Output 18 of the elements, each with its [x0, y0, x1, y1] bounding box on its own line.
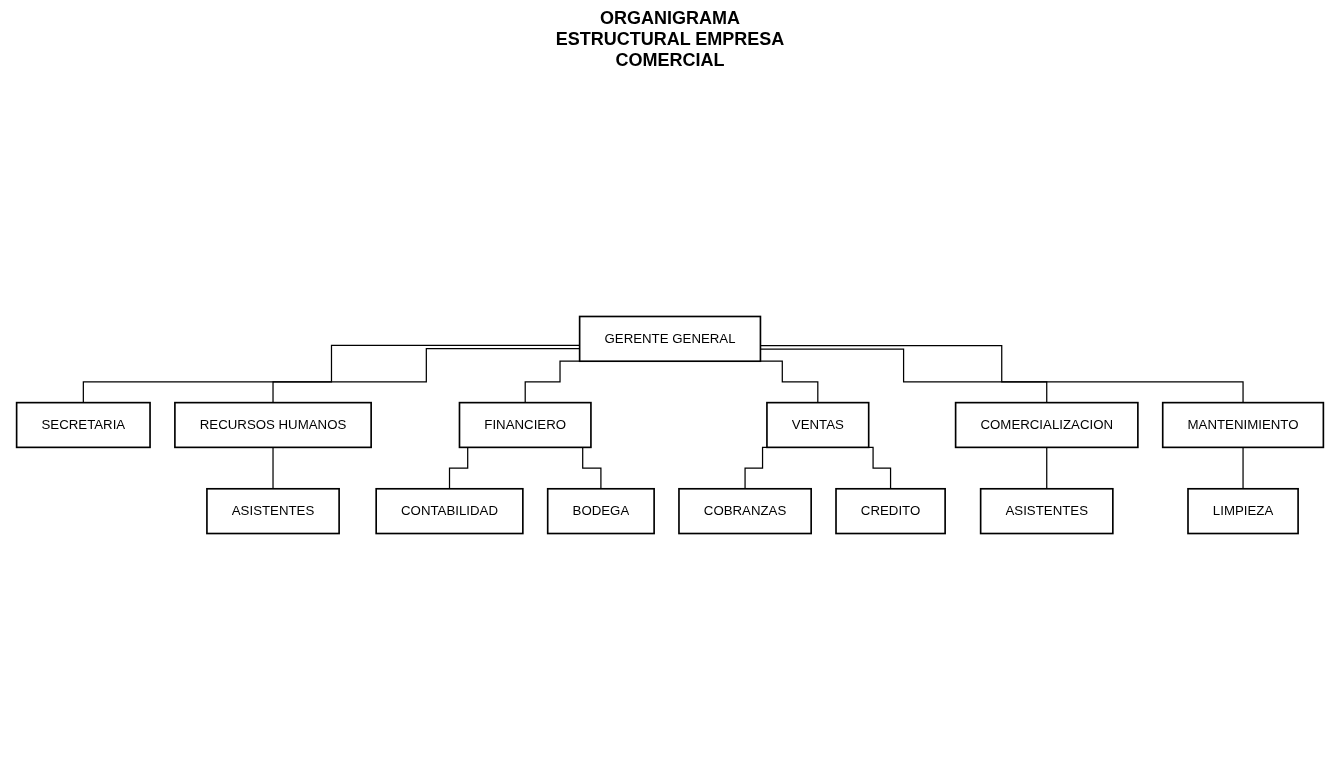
node-box: ASISTENTES — [979, 487, 1114, 535]
node-box: BODEGA — [546, 487, 655, 535]
node-box: RECURSOS HUMANOS — [174, 401, 372, 449]
node-box: FINANCIERO — [458, 401, 592, 449]
node-box: SECRETARIA — [15, 401, 151, 449]
node-box: MANTENIMIENTO — [1161, 401, 1325, 449]
node-box: COMERCIALIZACION — [954, 401, 1139, 449]
node-box: GERENTE GENERAL — [578, 315, 762, 363]
node-box: CONTABILIDAD — [375, 487, 524, 535]
node-box: ASISTENTES — [206, 487, 340, 535]
node-box: COBRANZAS — [678, 487, 812, 535]
connector — [1242, 446, 1244, 490]
connector — [1046, 446, 1048, 490]
connector — [272, 446, 274, 490]
node-box: LIMPIEZA — [1187, 487, 1299, 535]
node-box: VENTAS — [766, 401, 870, 449]
diagram-title: ORGANIGRAMA ESTRUCTURAL EMPRESA COMERCIAL — [554, 8, 786, 71]
node-box: CREDITO — [835, 487, 946, 535]
